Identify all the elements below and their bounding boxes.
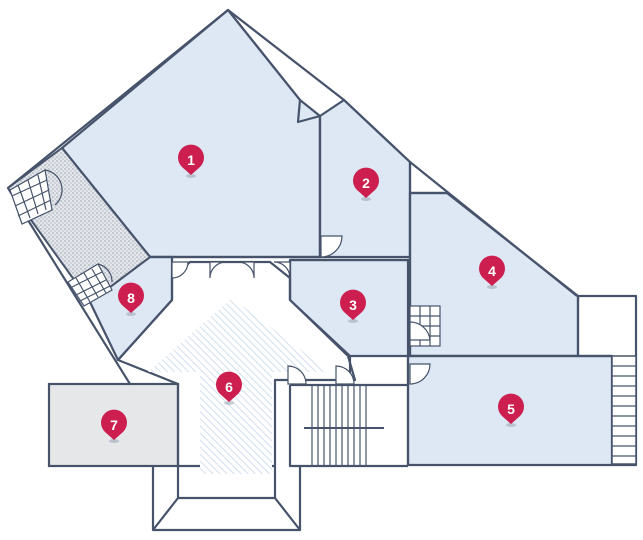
map-marker-icon xyxy=(479,255,505,286)
room-6-pin[interactable]: 6 xyxy=(216,371,242,405)
map-marker-icon xyxy=(178,144,204,175)
room-number-label: 8 xyxy=(127,290,135,306)
room-1-notch xyxy=(227,9,321,124)
terrace-grid-lower xyxy=(67,263,113,307)
pin-shadow xyxy=(109,439,119,443)
map-marker-icon xyxy=(353,167,379,198)
room-number-label: 6 xyxy=(225,379,233,395)
room-number-label: 5 xyxy=(507,401,515,417)
entrance-porch xyxy=(151,466,302,532)
room-3-pin[interactable]: 3 xyxy=(340,289,366,323)
pin-shadow xyxy=(361,197,371,201)
map-marker-icon xyxy=(498,393,524,424)
interior-walls xyxy=(150,116,612,465)
pin-shadow xyxy=(186,174,196,178)
room-7-pin[interactable]: 7 xyxy=(101,409,128,443)
east-stairs xyxy=(611,355,637,465)
map-marker-icon xyxy=(216,371,242,402)
pin-shadow xyxy=(224,401,234,405)
room-number-label: 7 xyxy=(110,417,118,433)
room-number-label: 1 xyxy=(187,152,195,168)
room-5-pin[interactable]: 5 xyxy=(498,393,524,427)
room-number-label: 2 xyxy=(362,175,370,191)
room-number-label: 3 xyxy=(349,297,357,313)
map-marker-icon xyxy=(117,282,144,313)
room-4-pin[interactable]: 4 xyxy=(479,255,505,289)
doors xyxy=(171,235,431,385)
terrace-grid-upper xyxy=(9,169,63,225)
outer-wall-north xyxy=(7,8,578,297)
pin-shadow xyxy=(506,423,516,427)
pin-shadow xyxy=(348,319,358,323)
pin-shadow xyxy=(487,285,497,289)
room-2-pin[interactable]: 2 xyxy=(353,167,379,201)
hall-6-outline xyxy=(116,260,357,468)
map-marker-icon xyxy=(340,289,366,320)
pin-shadow xyxy=(126,312,136,316)
stairwell-outline xyxy=(288,383,408,468)
map-marker-icon xyxy=(101,409,128,440)
room-number-label: 4 xyxy=(488,263,496,279)
room-1-pin[interactable]: 1 xyxy=(178,144,204,178)
stairwell-steps xyxy=(304,386,384,466)
room-8-pin[interactable]: 8 xyxy=(117,282,144,316)
